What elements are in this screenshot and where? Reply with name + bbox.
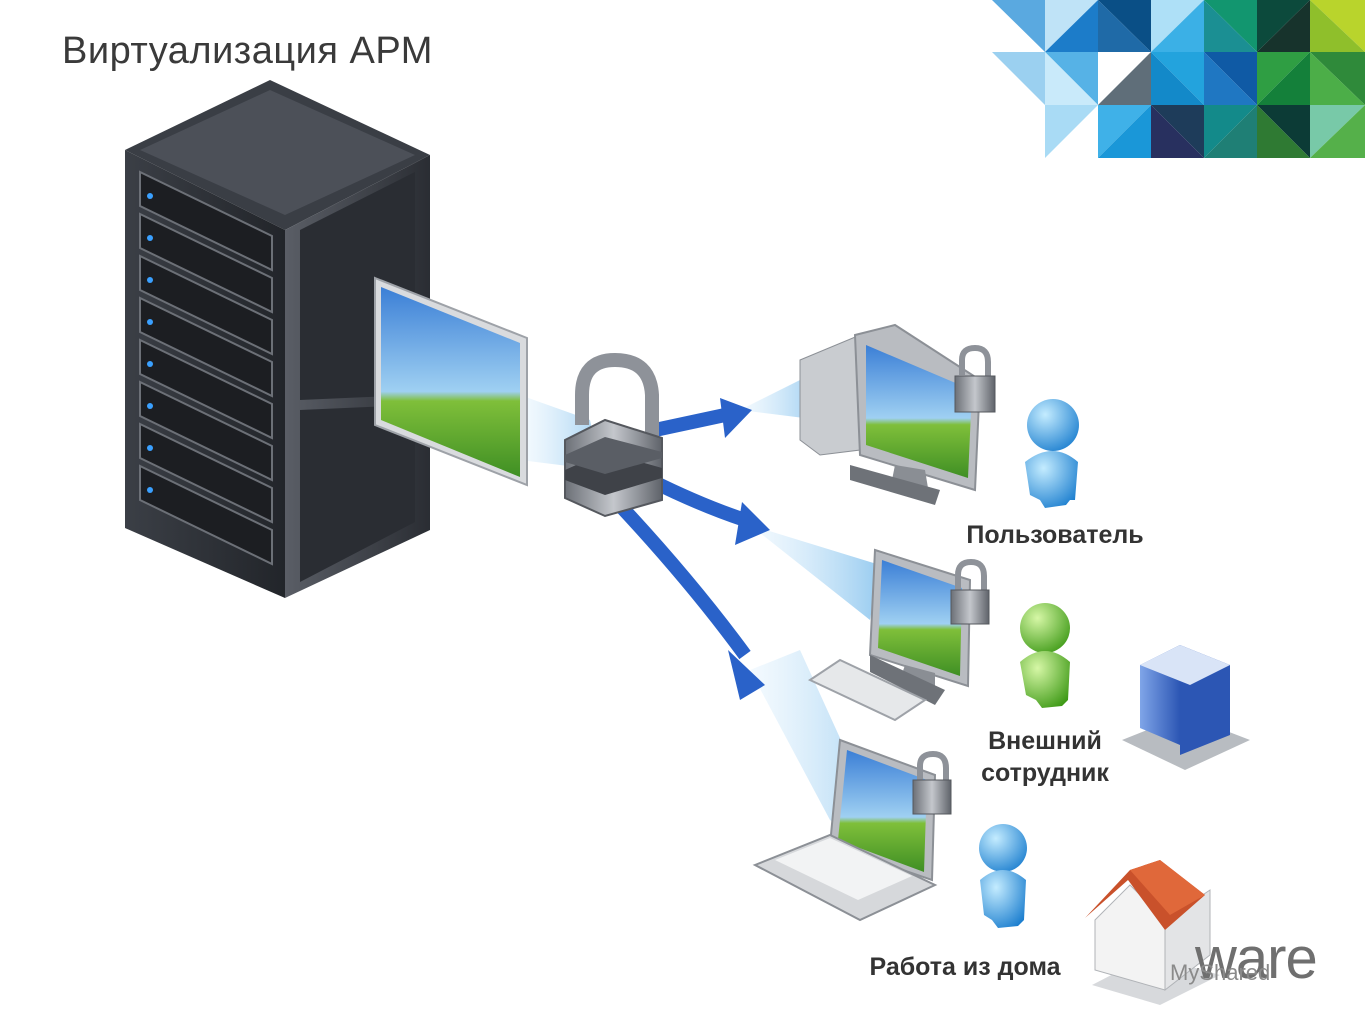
office-building-icon — [1122, 645, 1250, 770]
corner-mosaic-decoration — [992, 0, 1365, 158]
home-work-label: Работа из дома — [869, 953, 1061, 981]
arrow-to-workstation-icon — [735, 502, 770, 545]
user-label: Пользователь — [966, 521, 1144, 549]
external-employee-label-line2: сотрудник — [981, 759, 1109, 787]
central-padlock-icon — [564, 352, 663, 518]
server-rack-icon — [125, 80, 430, 598]
arrow-to-desktop-icon — [720, 398, 752, 438]
desktop-pc-icon — [799, 323, 996, 505]
slide-title: Виртуализация АРМ — [62, 30, 433, 72]
home-worker-person-icon — [979, 824, 1027, 928]
external-employee-person-icon — [1020, 603, 1070, 708]
virtual-desktop-screen — [374, 276, 528, 487]
house-icon — [1085, 860, 1220, 1005]
server-blades — [139, 170, 273, 566]
vmware-logo: ware — [1195, 926, 1318, 991]
workstation-icon — [807, 548, 990, 722]
arrow-to-laptop-icon — [728, 650, 765, 700]
external-employee-label-line1: Внешний — [988, 727, 1102, 755]
user-person-icon — [1025, 399, 1079, 508]
myshared-watermark: MyShared — [1170, 960, 1271, 985]
laptop-icon — [752, 738, 952, 922]
